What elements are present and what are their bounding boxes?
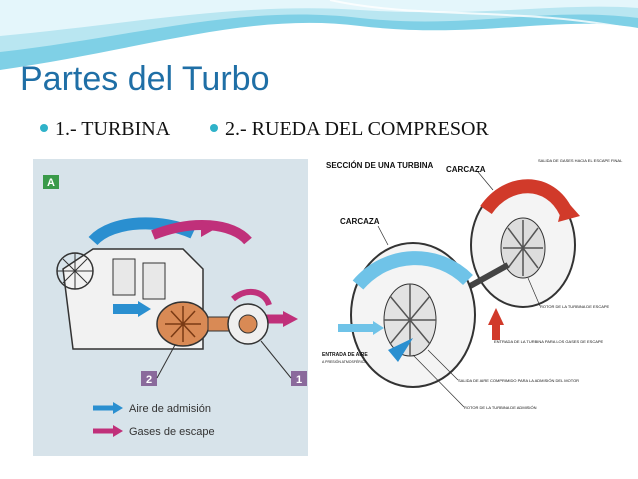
- bullet-icon: [40, 124, 48, 133]
- svg-text:Gases de escape: Gases de escape: [129, 426, 215, 438]
- piston-icon: [112, 258, 136, 296]
- label-badge-1: [291, 371, 307, 386]
- label-air-pressure: A PRESIÓN ATMOSFÉRICA: [322, 359, 367, 364]
- page-title: Partes del Turbo: [20, 60, 270, 98]
- label-carcaza-top: CARCAZA: [446, 165, 486, 174]
- bullet-label: 2.- RUEDA DEL COMPRESOR: [225, 118, 489, 140]
- exhaust-gas-pipe: [151, 220, 252, 245]
- header-wave-decoration: [0, 0, 638, 70]
- turbine-section-illustration: SECCIÓN DE UNA TURBINA CARCAZA SALIDA DE…: [318, 150, 630, 425]
- legend-intake-air: Aire de admisión: [93, 402, 211, 415]
- bullet-item-rueda-compresor: 2.- RUEDA DEL COMPRESOR: [210, 118, 489, 141]
- label-exhaust-out: SALIDA DE GASES HACIA EL ESCAPE FINAL: [538, 158, 623, 163]
- panel-letter: A: [47, 177, 55, 189]
- svg-text:Aire de admisión: Aire de admisión: [129, 403, 211, 415]
- label-rotor-intake: ROTOR DE LA TURBINA DE ADMISIÓN: [464, 405, 537, 410]
- intake-flow-arrow: [352, 251, 473, 290]
- bullet-label: 1.- TURBINA: [55, 118, 171, 140]
- label-turbine-inlet: ENTRADA DE LA TURBINA PARA LOS GASES DE …: [494, 339, 604, 344]
- label-rotor-exhaust: ROTOR DE LA TURBINA DE ESCAPE: [540, 304, 610, 309]
- svg-text:2: 2: [146, 374, 152, 386]
- svg-text:1: 1: [296, 374, 302, 386]
- engine-diagram: A 2 1 Aire de admisión: [43, 175, 307, 438]
- label-carcaza-left: CARCAZA: [340, 217, 380, 226]
- engine-turbo-illustration: A 2 1 Aire de admisión: [33, 159, 308, 456]
- bullet-item-turbina: 1.- TURBINA: [40, 118, 170, 141]
- turbine-section-diagram: SECCIÓN DE UNA TURBINA CARCAZA SALIDA DE…: [322, 158, 623, 410]
- label-air-inlet: ENTRADA DE AIRE: [322, 352, 368, 358]
- exhaust-flow-arrow: [480, 179, 573, 216]
- section-heading: SECCIÓN DE UNA TURBINA: [326, 161, 433, 170]
- panel-letter-badge: [43, 175, 59, 189]
- label-compressed-air: SALIDA DE AIRE COMPRIMIDO PARA LA ADMISI…: [458, 378, 579, 383]
- bullet-icon: [210, 124, 218, 133]
- legend-exhaust-gas: Gases de escape: [93, 425, 215, 438]
- label-badge-2: [141, 371, 157, 386]
